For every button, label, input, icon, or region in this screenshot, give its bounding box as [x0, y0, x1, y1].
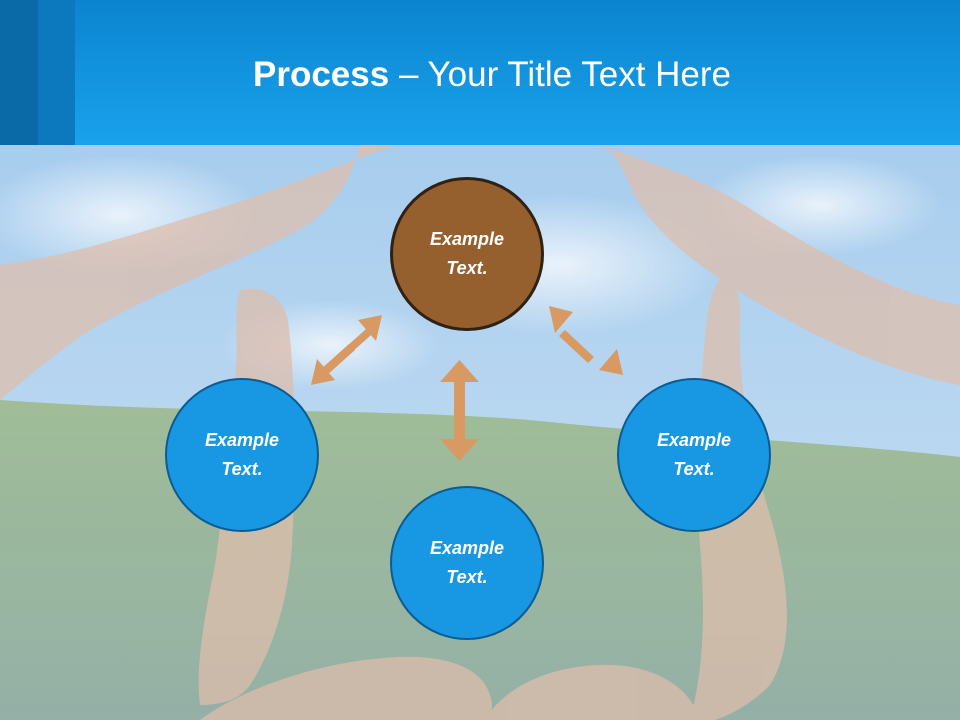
slide-title: Process – Your Title Text Here: [0, 52, 960, 98]
node-top-line1: Example: [429, 229, 505, 249]
node-bottom-line2: Text.: [446, 567, 488, 587]
node-left-line2: Text.: [221, 459, 263, 479]
header-band: [0, 0, 960, 145]
header-accent-bar: [38, 0, 75, 145]
node-right-line2: Text.: [673, 459, 715, 479]
arrow-vertical: [440, 360, 479, 461]
node-bottom-line1: Example: [429, 538, 505, 558]
header-accent-bar: [0, 0, 38, 145]
arrow-top-left: [311, 315, 382, 385]
title-rest: – Your Title Text Here: [389, 55, 731, 94]
node-top-line2: Text.: [446, 258, 488, 278]
node-right-line1: Example: [656, 430, 732, 450]
title-bold: Process: [253, 55, 390, 94]
node-left-line1: Example: [204, 430, 280, 450]
arrow-top-right: [549, 306, 623, 375]
